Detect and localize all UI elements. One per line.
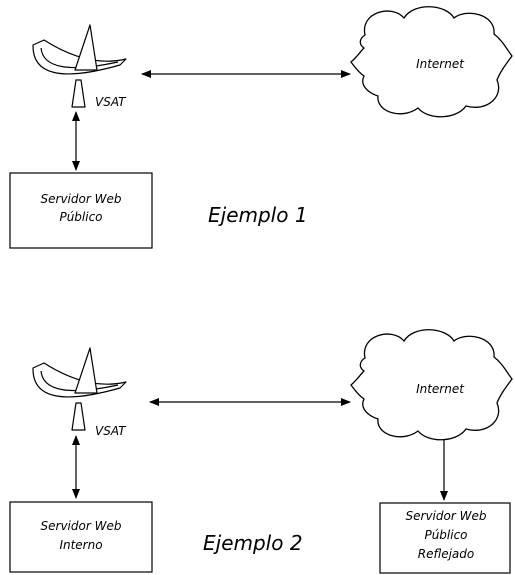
mirrored-server-line-3: Reflejado (418, 547, 475, 561)
mirrored-server-line-1: Servidor Web (406, 509, 487, 523)
vsat-dish-icon (32, 24, 127, 108)
example-2-title: Ejemplo 2 (203, 531, 303, 555)
vsat-label: VSAT (95, 424, 127, 438)
internet-label: Internet (416, 57, 465, 71)
public-web-server-box (9, 172, 153, 249)
internal-web-server-line-2: Interno (59, 538, 102, 552)
example-2: VSAT Internet Servidor Web Interno Ejemp… (9, 329, 513, 574)
internet-label: Internet (416, 382, 465, 396)
vsat-dish-icon (32, 347, 127, 431)
public-web-server-line-1: Servidor Web (41, 192, 122, 206)
internal-web-server-line-1: Servidor Web (41, 519, 122, 533)
internet-cloud-icon (350, 6, 513, 118)
public-web-server-line-2: Público (59, 210, 102, 224)
vsat-label: VSAT (95, 95, 127, 109)
internal-web-server-box (9, 501, 153, 573)
example-1-title: Ejemplo 1 (208, 203, 308, 227)
mirrored-server-line-2: Público (424, 528, 467, 542)
internet-cloud-icon (350, 329, 513, 441)
mirrored-public-web-server-box (379, 502, 511, 574)
example-1: VSAT Internet Servidor Web Público Ejemp… (9, 6, 513, 249)
